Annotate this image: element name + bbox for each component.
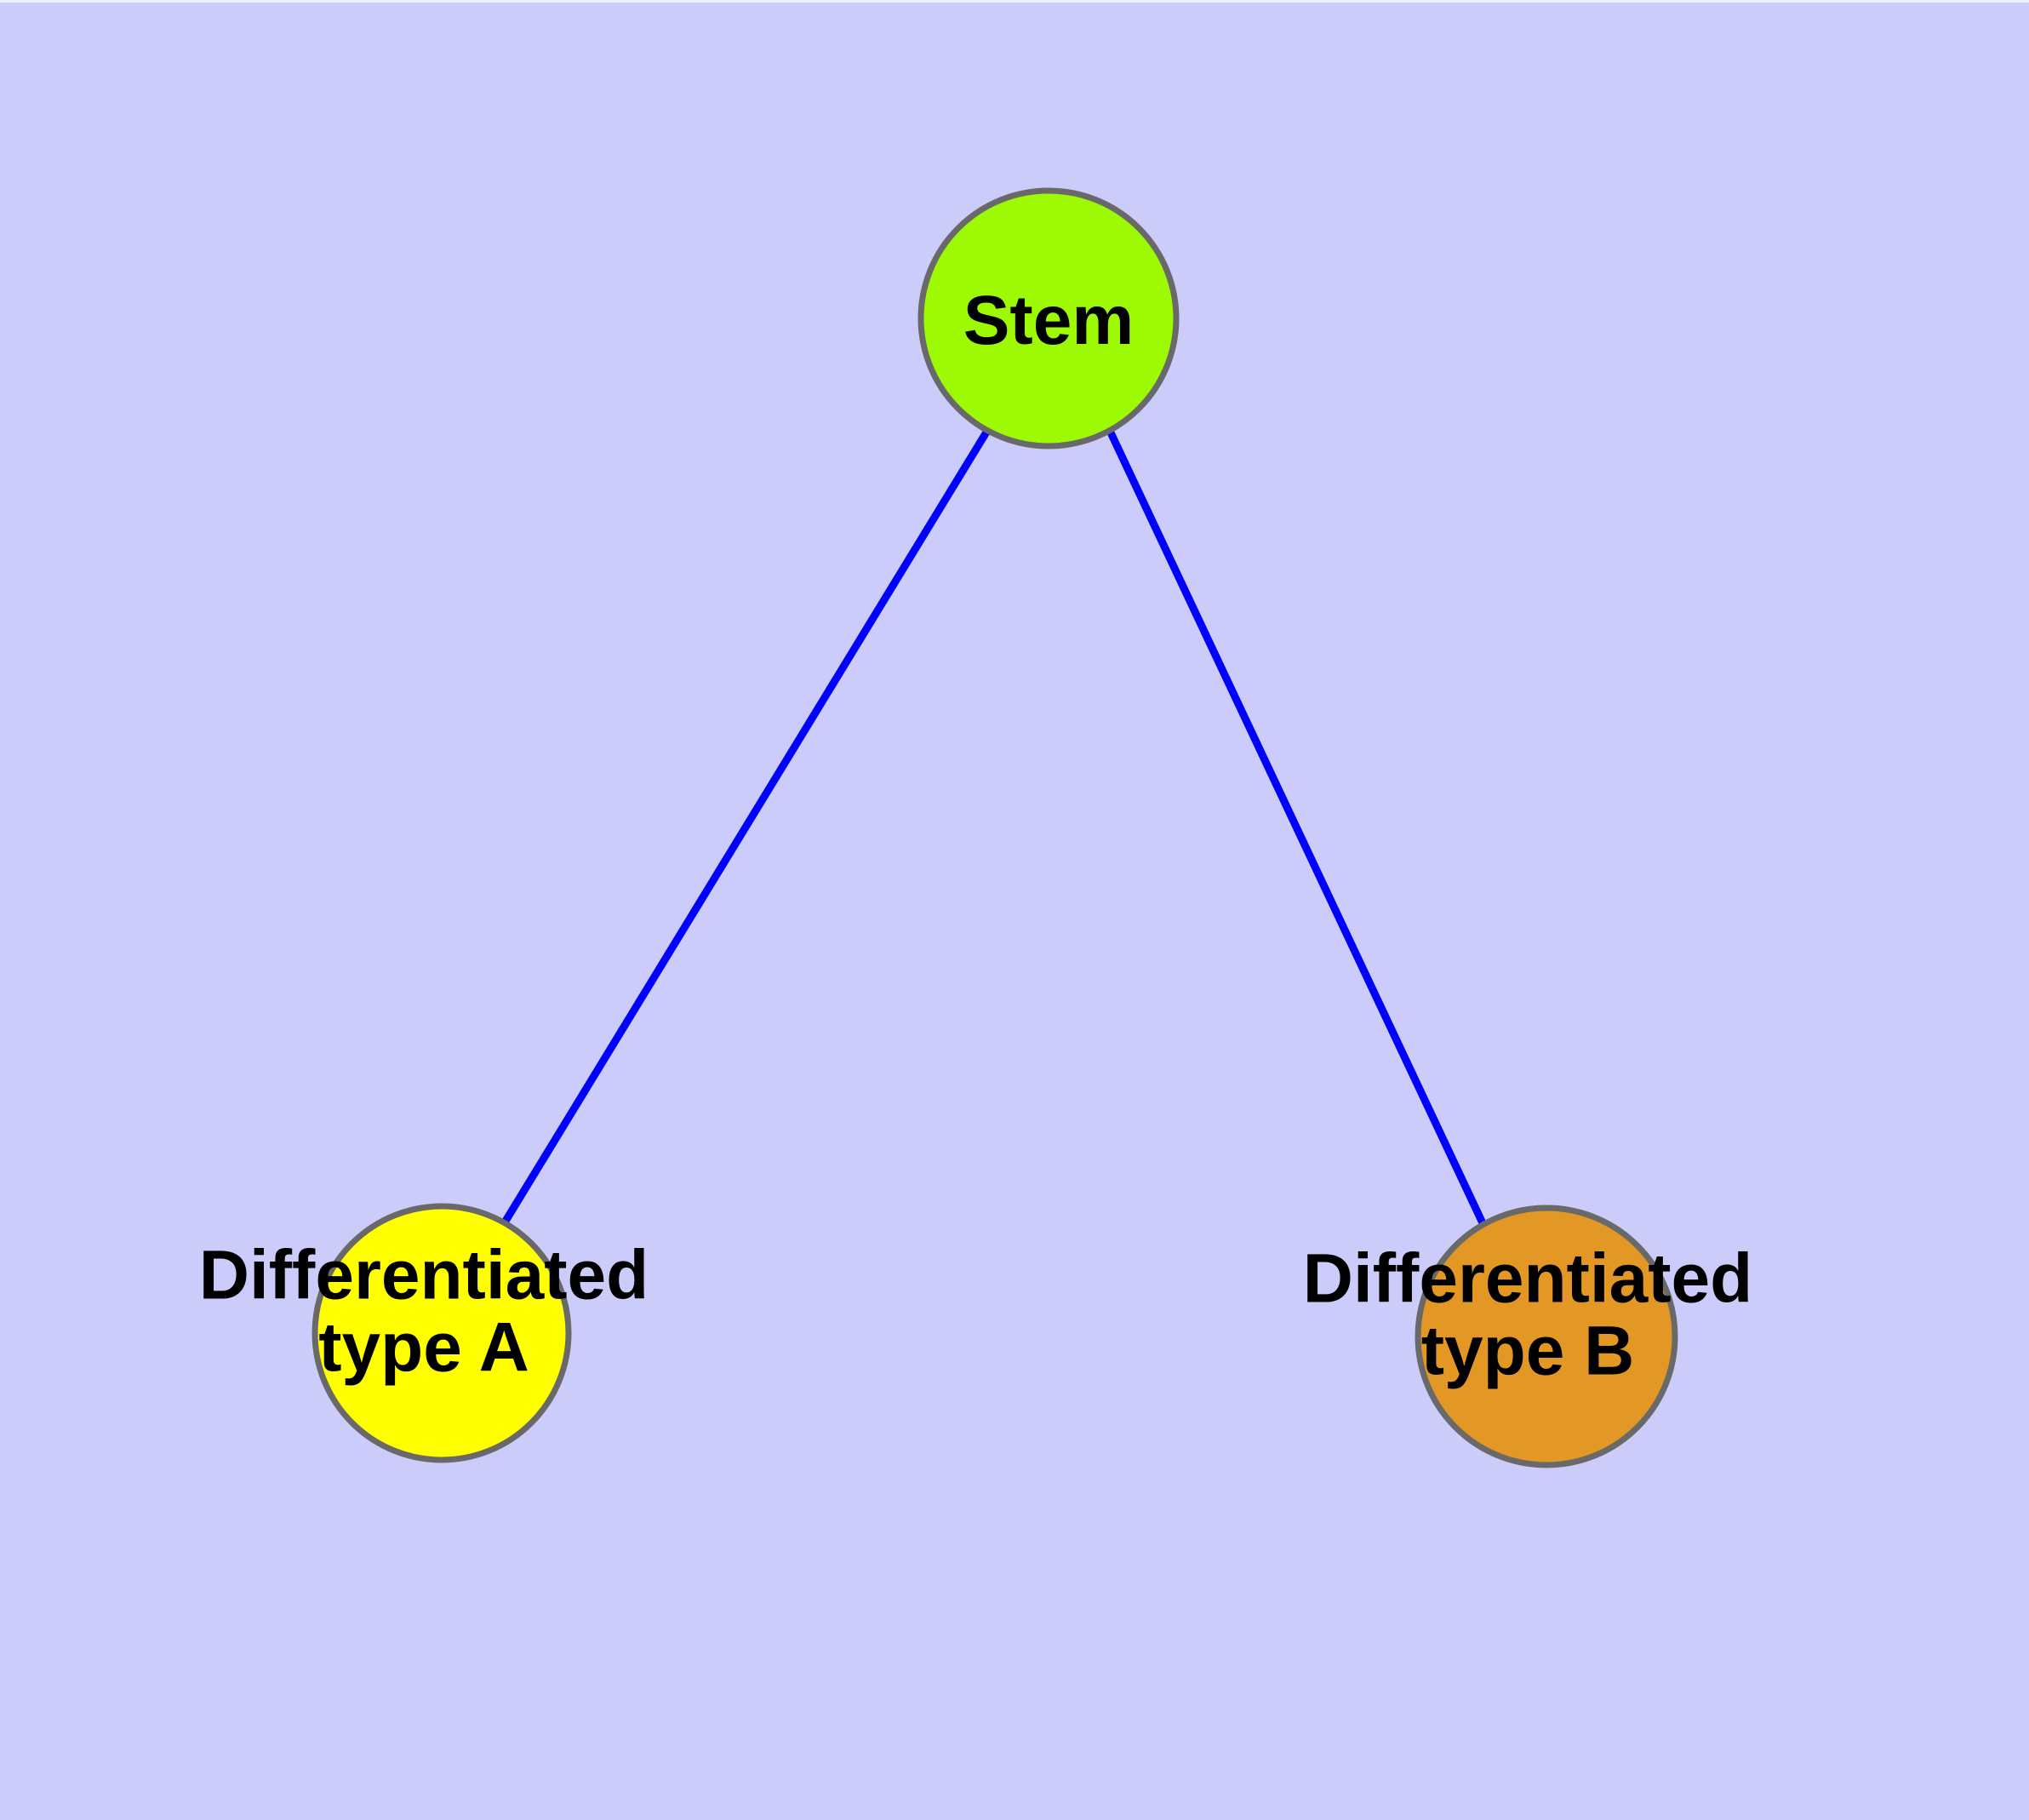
node-stem[interactable] [917, 187, 1180, 449]
top-edge-strip [0, 0, 2029, 3]
nodes-group [311, 187, 1678, 1468]
node-differentiated-type-b[interactable] [1415, 1205, 1678, 1468]
edges-group [501, 428, 1489, 1228]
node-label-stem: Stem [963, 282, 1135, 359]
node-label-line: Differentiated [1303, 1240, 1753, 1318]
edge-stem-to-differentiated-type-a[interactable] [501, 428, 991, 1225]
node-label-line: Stem [963, 282, 1135, 359]
node-label-line: Differentiated [199, 1237, 649, 1314]
edge-stem-to-differentiated-type-b[interactable] [1106, 429, 1489, 1228]
node-label-line: type A [318, 1309, 529, 1387]
node-differentiated-type-a[interactable] [311, 1203, 572, 1463]
node-label-line: type B [1421, 1313, 1635, 1390]
